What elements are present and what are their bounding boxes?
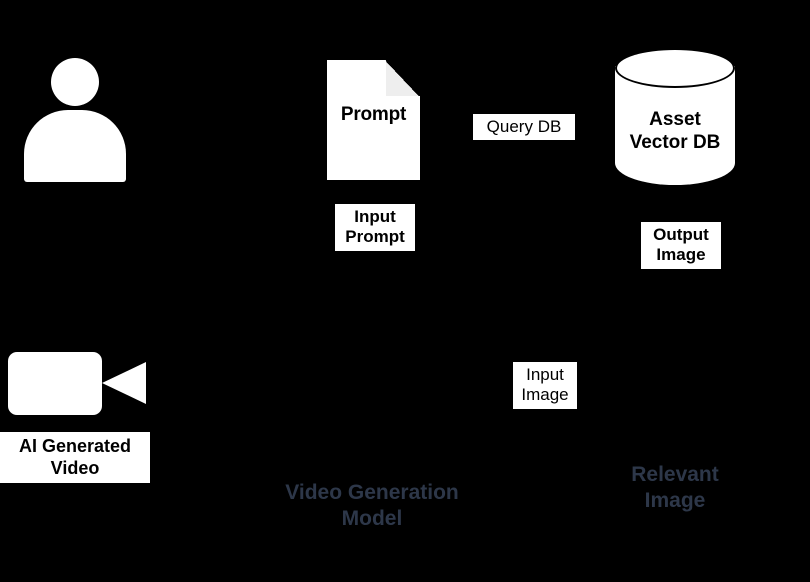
input-prompt-label: Input Prompt: [335, 204, 415, 251]
query-db-label: Query DB: [473, 114, 575, 141]
document-title: Prompt: [340, 104, 407, 125]
person-icon: [24, 58, 126, 182]
document-fold-edge: [385, 60, 420, 96]
ai-generated-video-label: AI Generated Video: [0, 432, 150, 484]
video-generation-model-caption: Video Generation Model: [285, 481, 459, 530]
document-icon: Prompt: [327, 60, 420, 180]
output-image-label: Output Image: [641, 222, 721, 269]
input-image-label: Input Image: [513, 362, 577, 409]
person-head-shape: [51, 58, 99, 106]
video-camera-icon: [8, 352, 146, 415]
camera-body-shape: [8, 352, 102, 415]
person-body-shape: [24, 110, 126, 182]
database-cylinder-icon: Asset Vector DB: [615, 48, 735, 185]
database-title: Asset Vector DB: [629, 109, 721, 154]
cylinder-top-ellipse: [615, 48, 735, 88]
relevant-image-caption: Relevant Image: [631, 463, 719, 512]
camera-lens-shape: [102, 362, 146, 404]
